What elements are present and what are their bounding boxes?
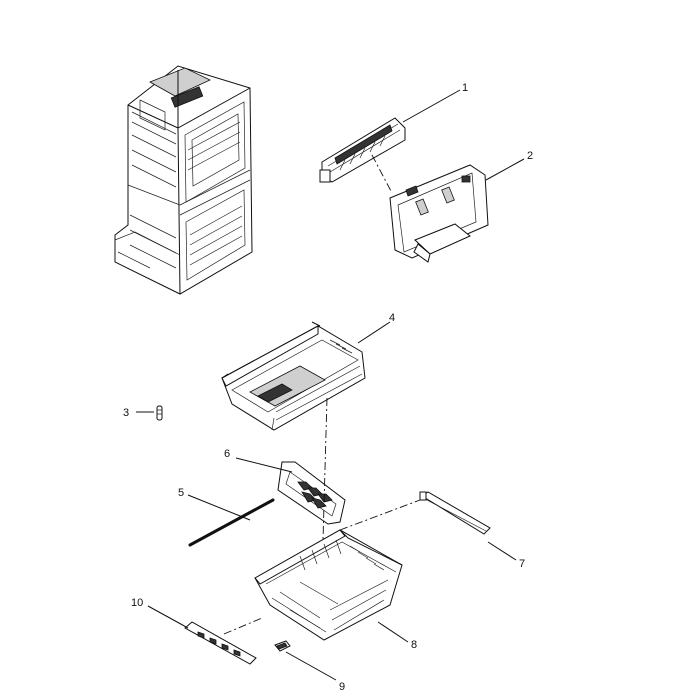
part-8-lower-basket	[254, 529, 403, 641]
callout-labels: 1 2 3 4 5 6 7 8 9 10	[123, 82, 533, 693]
callout-6: 6	[224, 448, 230, 460]
fridge-cabinet	[114, 65, 253, 295]
callout-1: 1	[462, 82, 468, 94]
part-3-clip	[156, 405, 163, 421]
callout-8: 8	[411, 639, 417, 651]
leader-lines	[136, 89, 525, 681]
part-5-rod	[188, 498, 275, 547]
part-1-evaporator-assembly	[319, 117, 406, 183]
callout-9: 9	[339, 681, 345, 693]
callout-4: 4	[389, 312, 395, 324]
part-9-stopper	[274, 640, 291, 652]
callout-3: 3	[123, 407, 129, 419]
callout-2: 2	[527, 150, 533, 162]
part-6-grille	[277, 461, 346, 525]
callout-7: 7	[519, 558, 525, 570]
alignment-lines	[223, 154, 421, 635]
part-7-rail	[419, 491, 491, 535]
part-2-cover-plate	[389, 164, 489, 263]
part-4-upper-tray	[221, 321, 366, 431]
callout-10: 10	[131, 597, 143, 609]
callout-5: 5	[178, 487, 184, 499]
part-10-front-bar	[184, 621, 257, 665]
